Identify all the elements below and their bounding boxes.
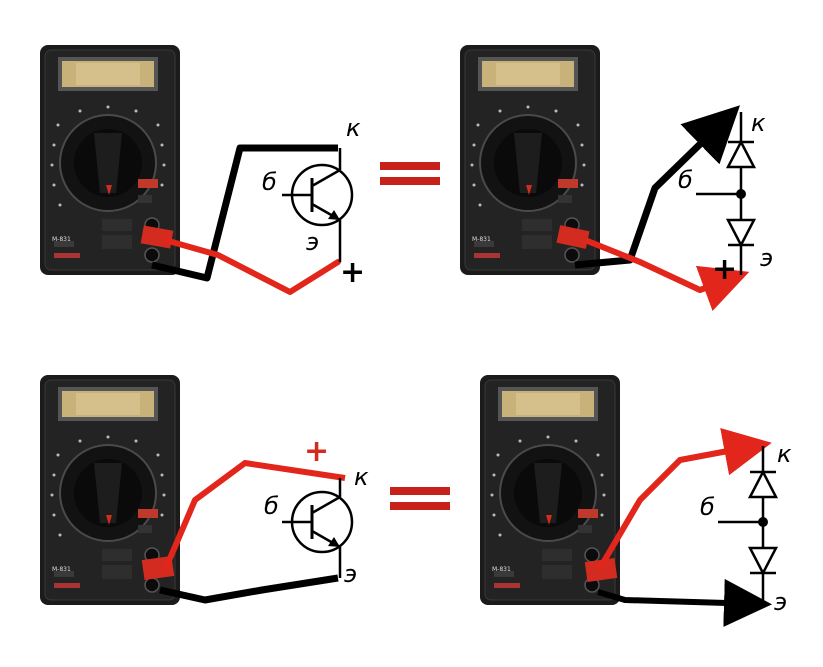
red-probe-wire — [597, 428, 772, 570]
equals-sign-bottom — [390, 487, 450, 510]
black-probe-wire — [151, 144, 338, 282]
panel-top-right: к б э + — [556, 105, 773, 311]
label-base: б — [262, 168, 277, 196]
label-collector: к — [751, 109, 766, 137]
black-probe-wire — [597, 578, 772, 627]
label-emitter: э — [774, 588, 787, 616]
meter-model-label: M-831 — [52, 236, 71, 243]
panel-bottom-left: к б э + — [141, 434, 369, 604]
diode-pair-symbol — [696, 112, 757, 275]
red-probe-wire — [583, 237, 750, 311]
black-probe-wire — [159, 574, 339, 604]
black-probe-wire — [574, 105, 741, 269]
label-collector: к — [354, 463, 369, 491]
label-collector: к — [346, 114, 361, 142]
plus-sign: + — [712, 252, 737, 287]
label-emitter: э — [344, 560, 357, 588]
transistor-symbol — [282, 148, 354, 262]
label-base: б — [264, 492, 279, 520]
plus-sign: + — [304, 434, 329, 469]
plus-sign: + — [340, 255, 365, 290]
label-emitter: э — [306, 228, 319, 256]
red-probe-wire — [162, 237, 341, 295]
equals-sign-top — [380, 162, 440, 185]
multimeter-top-left: M-831 — [39, 44, 181, 276]
transistor-symbol — [282, 478, 354, 578]
panel-top-left: к б э + — [140, 114, 365, 295]
panel-bottom-right: к б э — [584, 428, 792, 627]
label-base: б — [700, 493, 715, 521]
red-probe-wire — [162, 460, 346, 572]
multimeter-top-right: M-831 — [459, 44, 601, 276]
label-base: б — [678, 166, 693, 194]
label-emitter: э — [760, 244, 773, 272]
meter-model-label: M-831 — [492, 566, 511, 573]
meter-model-label: M-831 — [52, 566, 71, 573]
multimeter-bottom-left: M-831 — [39, 374, 181, 606]
multimeter-bottom-right: M-831 — [479, 374, 621, 606]
diode-pair-symbol — [718, 446, 779, 604]
label-collector: к — [777, 440, 792, 468]
meter-model-label: M-831 — [472, 236, 491, 243]
